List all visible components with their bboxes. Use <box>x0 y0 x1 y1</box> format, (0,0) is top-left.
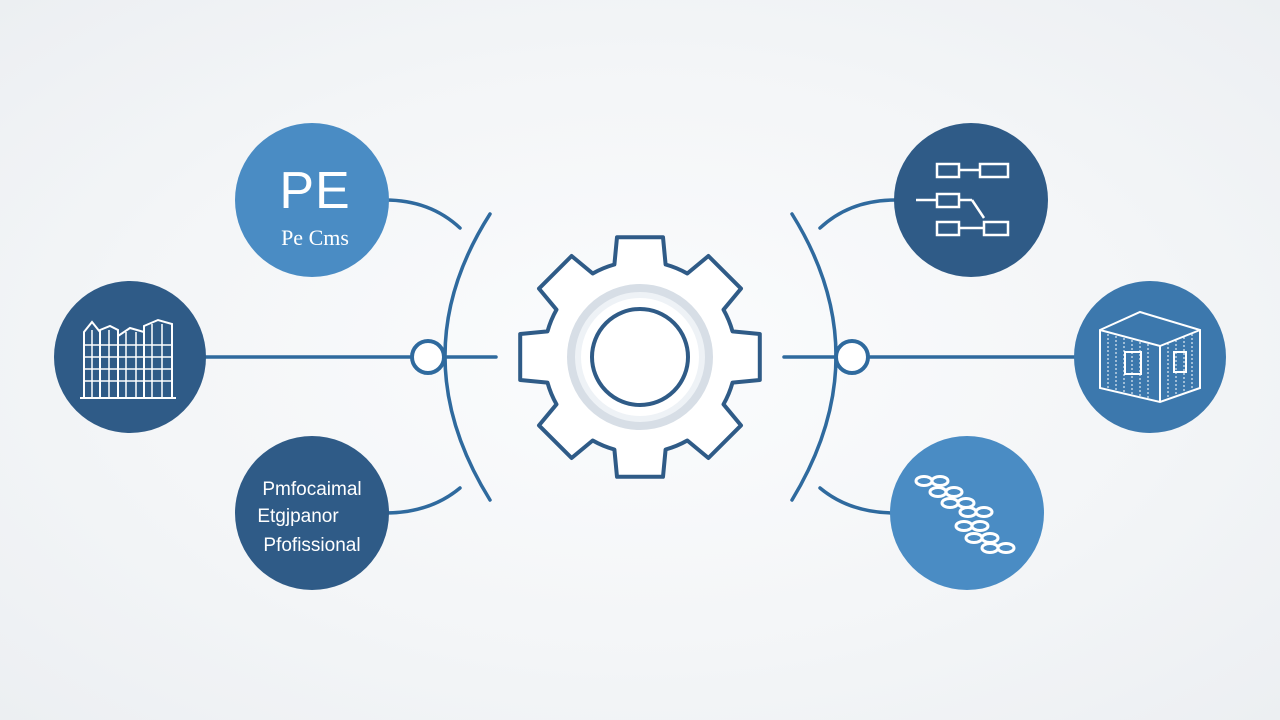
pe-title: PE <box>279 162 350 220</box>
right-bottom-branch <box>818 486 897 515</box>
flowchart-node <box>894 123 1048 277</box>
cube-node <box>1074 281 1226 433</box>
building-icon <box>80 318 176 399</box>
gear-ring-shadow <box>567 284 713 430</box>
chain-icon <box>914 475 1016 554</box>
pe-node: PE Pe Cms <box>235 123 389 277</box>
pe-circle <box>235 123 389 277</box>
cube-icon <box>1099 310 1201 404</box>
gear-ring-light <box>575 292 705 422</box>
professional-line-1: Pmfocaimal <box>262 479 361 500</box>
gear-inner-circle <box>590 307 690 407</box>
building-node <box>54 281 206 433</box>
professional-node: Pmfocaimal Etgjpanor Pfofissional <box>235 436 389 590</box>
chain-circle <box>890 436 1044 590</box>
left-junction-node <box>410 339 446 375</box>
professional-circle <box>235 436 389 590</box>
pe-subtitle: Pe Cms <box>281 225 349 250</box>
cube-circle <box>1074 281 1226 433</box>
left-bottom-branch <box>383 486 462 515</box>
professional-line-2: Etgjpanor <box>257 506 339 527</box>
right-top-branch <box>818 198 897 230</box>
right-junction-node <box>834 339 870 375</box>
professional-line-3: Pfofissional <box>263 535 360 556</box>
flowchart-icon <box>916 162 1010 237</box>
left-top-branch <box>383 198 462 230</box>
chain-node <box>890 436 1044 590</box>
gear-icon <box>518 235 762 479</box>
